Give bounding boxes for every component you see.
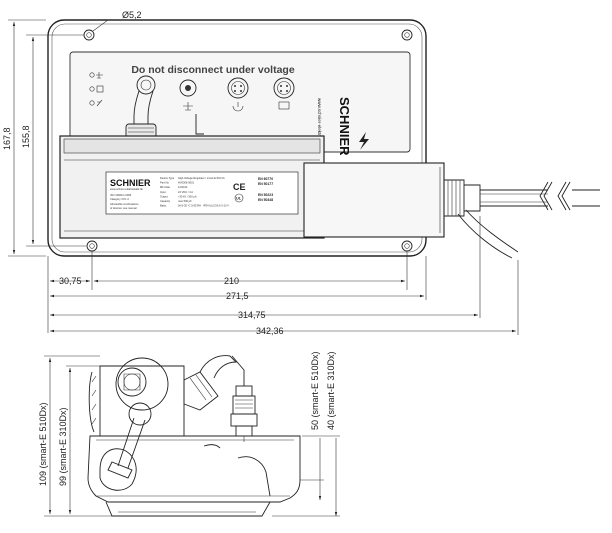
label-texts: SCHNIER www.schnier-elektrostatik.de ISO… [110, 176, 273, 210]
label-category: Category 3 PL d [110, 197, 129, 201]
cable [457, 181, 600, 259]
dim-hole: Ø5,2 [122, 10, 142, 20]
brand-vertical: SCHNIER [337, 97, 352, 156]
website-vertical: www.schnier-elektrostatik.de [317, 98, 322, 156]
side-view [87, 355, 301, 517]
label-k-basic: Basic [160, 204, 167, 208]
m12-connector-a [227, 77, 249, 112]
dim-width-holes: 210 [224, 276, 239, 286]
label-en-1: EN 60770 [258, 177, 273, 181]
label-ce-mark: CE [233, 182, 246, 192]
type-label [105, 171, 299, 215]
label-k-mfdate: MF Date [160, 185, 171, 189]
dim-side-height-outer: 109 (smart-E 510Dx) [38, 402, 48, 486]
dim-width-gland: 314,75 [238, 310, 266, 320]
cable-gland [444, 179, 481, 217]
label-k-part: Part No [160, 181, 169, 185]
label-en-3: EN 50223 [258, 193, 273, 197]
label-en-4: EN 50348 [258, 198, 273, 202]
side-gland [183, 355, 258, 442]
dim-side-radius-outer: 50 (smart-E 510Dx) [310, 351, 320, 430]
cable-gland-block [303, 162, 445, 238]
dim-side-radius-inner: 40 (smart-E 310Dx) [326, 351, 336, 430]
label-v-part: HV0306-5001 [178, 181, 195, 185]
dim-width-total: 342,36 [256, 326, 284, 336]
label-v-input: 24 VDC / 4 A [178, 190, 193, 194]
label-ul-mark: UL [236, 197, 242, 201]
dim-width-housing: 271,5 [226, 291, 249, 301]
label-v-device: High Voltage Regulator / smart-E 510 Dx [178, 176, 226, 180]
front-view: Do not disconnect under voltage [47, 19, 600, 259]
label-brand: SCHNIER [110, 178, 151, 188]
label-k-capacity: Capacity [160, 199, 171, 203]
ground-socket [179, 79, 197, 111]
label-k-device: Device Type [160, 176, 175, 180]
label-v-mfdate: 12/2013 [178, 185, 188, 189]
side-base [87, 435, 301, 503]
dimensions-side: 109 (smart-E 510Dx) 99 (smart-E 310Dx) 5… [38, 351, 340, 517]
dim-height-outer: 167,8 [2, 127, 12, 150]
warning-text: Do not disconnect under voltage [131, 64, 295, 76]
label-en-2: EN 50177 [258, 182, 273, 186]
label-v-output: <35 kV / 300 µA [178, 195, 197, 199]
label-v-capacity: max 500 pF [178, 199, 192, 203]
label-admissible-1: Admissible combinations [110, 202, 139, 206]
dim-side-height-inner: 99 (smart-E 310Dx) [58, 407, 68, 486]
label-iso: ISO 13849-1:2006 [110, 193, 132, 197]
status-leds [89, 72, 104, 107]
label-k-input: Input [160, 190, 166, 194]
ul-mark-icon [234, 193, 244, 203]
dimensions-front: Ø5,2 167,8 155,8 30,75 210 271,5 314,75 … [2, 10, 519, 336]
lightning-icon [359, 132, 369, 150]
housing-inner-outline [51, 23, 423, 253]
m12-connector-b [273, 77, 295, 110]
dim-height-inner: 155,8 [21, 125, 31, 148]
label-website: www.schnier-elektrostatik.de [110, 187, 143, 191]
label-v-basic: 0/+5-35 °C 5-95 RH · IP54 UL/CSA 6 0-10 … [178, 204, 229, 208]
hv-connector [133, 75, 156, 117]
label-admissible-2: of devices: see manual [110, 206, 137, 210]
side-cylinder [88, 357, 185, 479]
label-k-output: Output [160, 195, 168, 199]
dim-width-offset: 30,75 [59, 276, 82, 286]
